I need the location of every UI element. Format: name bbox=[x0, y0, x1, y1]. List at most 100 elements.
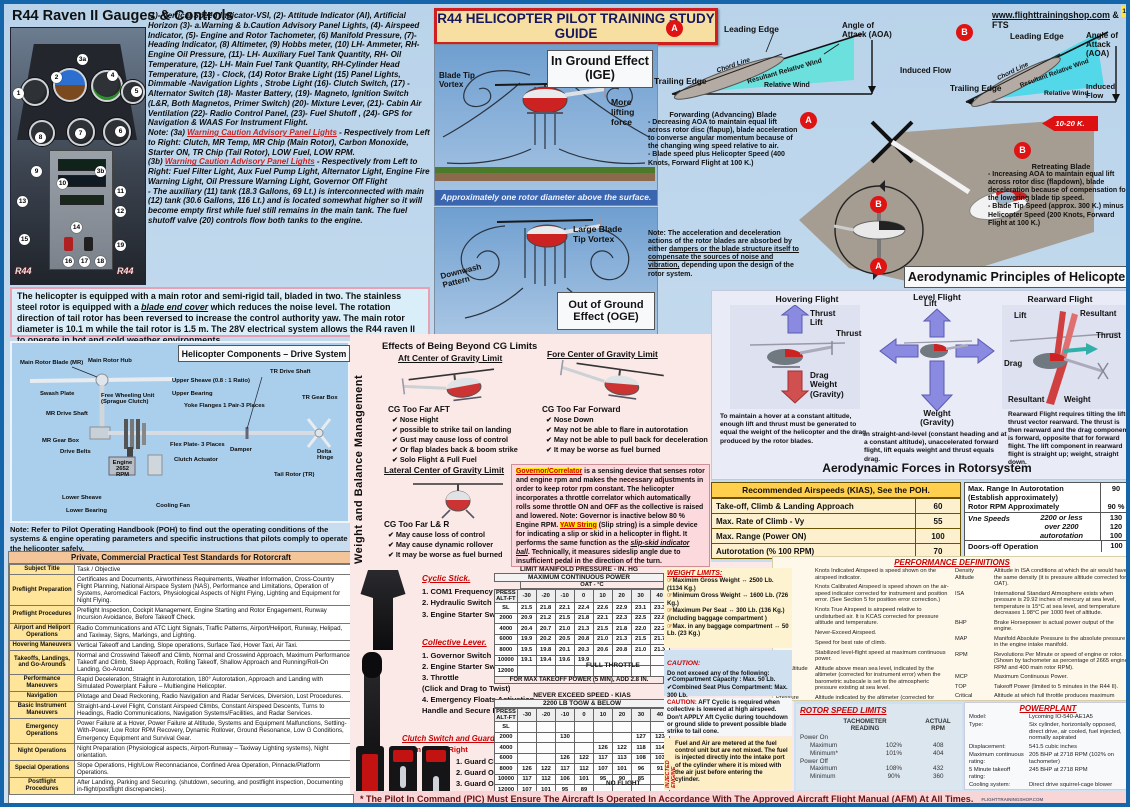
autorot-row2-value: 90 % bbox=[1107, 502, 1125, 511]
table-cell: 22.0 bbox=[630, 623, 651, 635]
hovering-arrows bbox=[749, 304, 846, 404]
full-throttle-label: FULL THROTTLE bbox=[586, 662, 640, 669]
row-label: Maximum bbox=[810, 765, 838, 773]
table-cell: 20.3 bbox=[573, 644, 594, 656]
drive-label: MR Drive Shaft bbox=[46, 411, 88, 417]
table-cell: Subject Title bbox=[9, 563, 75, 576]
table-cell: 127 bbox=[631, 731, 651, 743]
footer-banner: * The Pilot In Command (PIC) Must Ensure… bbox=[354, 791, 1126, 803]
fore-cg-list: Nose DownMay not be able to flare in aut… bbox=[546, 415, 711, 455]
table-row: VySpeed for best rate of climb. bbox=[773, 639, 952, 649]
table-cell: 22.1 bbox=[554, 602, 575, 614]
drive-label: Flex Plate- 3 Places bbox=[170, 442, 225, 448]
table-cell: Night Operations bbox=[9, 742, 75, 761]
gauge-badge: 7 bbox=[75, 128, 86, 139]
table-cell bbox=[631, 721, 651, 733]
drive-label: Upper Bearing bbox=[172, 391, 213, 397]
pts-panel: Private, Commercial Practical Test Stand… bbox=[8, 551, 354, 803]
vne-panel: NEVER EXCEED SPEED - KIAS 2200 LB TOGW &… bbox=[494, 692, 670, 803]
clutch-title: Clutch Switch and Guard Positions. bbox=[402, 734, 535, 743]
row-rpm: 360 bbox=[933, 773, 944, 781]
drive-label: Lower Sheave bbox=[62, 495, 102, 501]
weight-limits-box: WEIGHT LIMITS: Maximim Gross Weight ↔ 25… bbox=[664, 568, 792, 648]
advancing-blade-title: Forwarding (Advancing) Blade bbox=[669, 110, 777, 119]
hovering-flight-title: Hovering Flight bbox=[775, 294, 839, 304]
list-item: It may be worse as fuel burned bbox=[388, 550, 518, 560]
table-cell: Certificates and Documents, Airworthines… bbox=[74, 574, 353, 607]
table-cell bbox=[593, 721, 613, 733]
no-flight-label: NO FLIGHT bbox=[606, 780, 641, 787]
table-cell: 118 bbox=[631, 742, 651, 754]
governor-box: Governor/Correlator is a sensing device … bbox=[511, 464, 710, 567]
manifold-footer: FOR MAX TAKEOFF POWER (5 MIN), ADD 2.8 I… bbox=[494, 676, 664, 684]
table-row: Cooling system:Direct drive squirrel-cag… bbox=[967, 781, 1126, 789]
drive-label: MR Gear Box bbox=[42, 438, 79, 444]
ige-diagram bbox=[435, 70, 655, 181]
table-cell: Knots True Airspeed is airspeed relative… bbox=[815, 607, 939, 627]
table-cell: Lycoming IO-540-AE1A5 bbox=[1029, 714, 1093, 720]
table-cell: Radio Communications and ATC Light Signa… bbox=[74, 622, 353, 641]
rotor-limits-col1: TACHOMETER READING bbox=[843, 718, 887, 732]
rear-drag-label: Drag bbox=[1004, 359, 1023, 368]
table-cell: 19.5 bbox=[516, 644, 537, 656]
table-cell: 101 bbox=[612, 763, 632, 775]
table-cell: Type: bbox=[969, 722, 984, 729]
table-cell: 117 bbox=[517, 773, 537, 785]
governor-text-1: is a sensing device that senses rotor an… bbox=[516, 468, 705, 520]
rotor-disc-graphic bbox=[799, 118, 1094, 285]
aoa-label-b: Angle of Attack (AOA) bbox=[1086, 31, 1118, 58]
table-cell: Altitude above mean sea level, indicated… bbox=[815, 665, 941, 692]
table-cell: Basic Instrument Maneuvers bbox=[9, 701, 75, 720]
list-item: Compartment Capacity : Max. 50 Lb. bbox=[667, 677, 789, 685]
slip-skid-link: slip-skid indicator ball bbox=[516, 539, 690, 556]
drive-label: Clutch Actuator bbox=[174, 457, 218, 463]
table-row: 12000 bbox=[494, 665, 670, 677]
website-link[interactable]: www.flighttrainingshop.com bbox=[992, 10, 1110, 20]
list-item: 3. Engine Starter Switch bbox=[422, 609, 509, 619]
ige-label: In Ground Effect (IGE) bbox=[547, 50, 653, 88]
table-cell: Brake Horsepower is actual power output … bbox=[994, 619, 1114, 633]
gauge-badge: 6 bbox=[115, 126, 126, 137]
rear-lift-label: Lift bbox=[1014, 311, 1027, 320]
table-cell: 10000 bbox=[494, 773, 518, 785]
table-cell: 19.9 bbox=[516, 633, 537, 645]
table-cell: Hovering Maneuvers bbox=[9, 639, 75, 651]
note-3b-link: Warning Caution Advisory Panel Lights bbox=[164, 157, 315, 167]
table-cell: 8000 bbox=[494, 763, 518, 775]
airspeeds-table-panel: Recommended Airspeeds (KIAS), See the PO… bbox=[711, 482, 961, 559]
table-cell: 122 bbox=[612, 742, 632, 754]
vne-val: 100 bbox=[1109, 531, 1123, 540]
table-cell bbox=[554, 665, 575, 677]
gauge-badge: 13 bbox=[17, 196, 28, 207]
table-cell: 21.0 bbox=[592, 633, 613, 645]
level-weight-label: Weight (Gravity) bbox=[920, 409, 954, 428]
red-guard bbox=[362, 754, 378, 794]
gauge-badge: 19 bbox=[115, 240, 126, 251]
gauges-legend: (1)- Vertical Speed Indicator-VSI, (2)- … bbox=[148, 11, 432, 283]
disc-marker-a2: A bbox=[870, 258, 887, 275]
table-cell: 22.1 bbox=[592, 612, 613, 624]
vne-cat: autorotation bbox=[1039, 531, 1084, 540]
injected-engine-box: INJECTED ENGINE Fuel and Air are metered… bbox=[664, 738, 792, 790]
table-cell: 10000 bbox=[494, 654, 518, 666]
table-cell: 96 bbox=[631, 763, 651, 775]
list-item: May cause loss of control bbox=[388, 530, 518, 540]
drive-label: Delta Hinge bbox=[317, 449, 334, 462]
relative-wind-label-b: Relative Wind bbox=[1044, 90, 1089, 97]
note-3b-text: - Respectively from Left to Right: Fuel … bbox=[148, 157, 430, 186]
table-row: Maximum continuous rating:205 BHP at 271… bbox=[967, 751, 1126, 766]
level-body: In straight-and-level (constant heading … bbox=[864, 431, 1007, 463]
table-cell bbox=[517, 752, 537, 764]
aux-tank-text: - The auxiliary (11) tank (18.3 Gallons,… bbox=[148, 186, 424, 225]
row-rpm: 408 bbox=[933, 741, 944, 749]
table-cell: 22.3 bbox=[611, 612, 632, 624]
row-label: Minimum* bbox=[810, 749, 838, 757]
